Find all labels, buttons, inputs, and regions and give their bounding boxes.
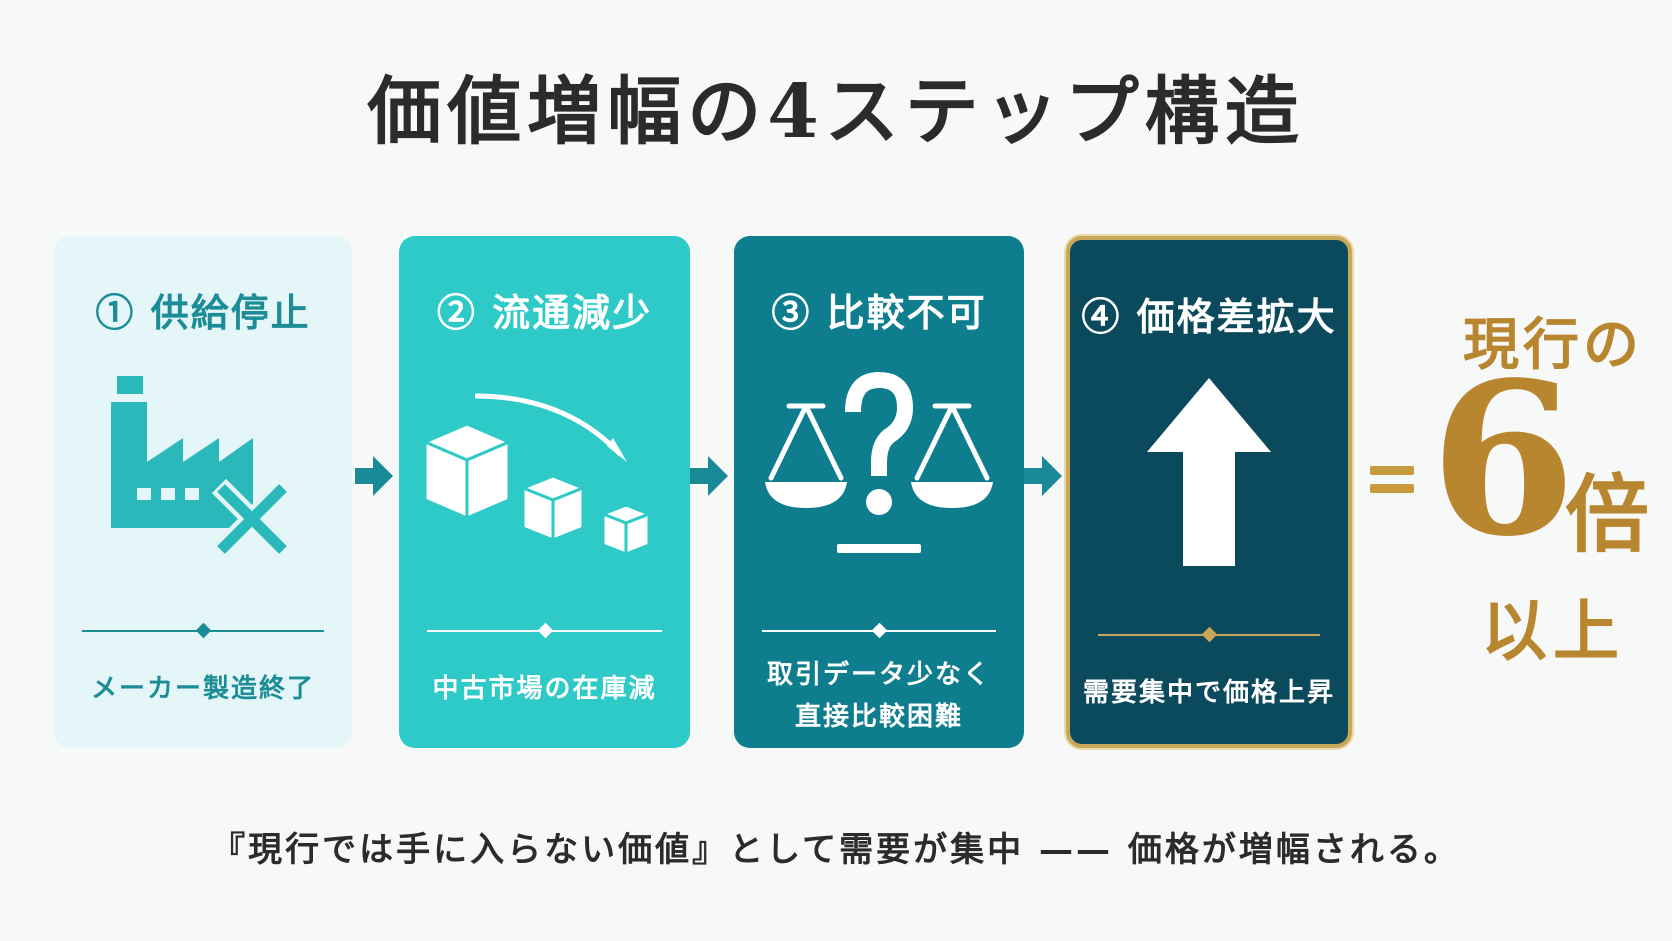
step-2-heading: ② 流通減少 xyxy=(399,282,690,337)
step-2-divider xyxy=(427,622,662,639)
step-card-3: ③ 比較不可 取引データ少なく 直接比較困難 xyxy=(734,236,1024,748)
up-arrow-icon xyxy=(1070,370,1348,590)
arrow-right-icon xyxy=(690,456,728,496)
shrinking-boxes-icon xyxy=(399,366,690,586)
result-multiplier-number: 6 xyxy=(1430,336,1577,583)
step-4-label: 価格差拡大 xyxy=(1136,294,1337,339)
step-1-desc-line: メーカー製造終了 xyxy=(90,674,315,704)
factory-with-x-icon xyxy=(54,366,352,586)
step-1-description: メーカー製造終了 xyxy=(64,668,342,710)
step-1-number: ① xyxy=(95,290,136,335)
step-card-2: ② 流通減少 中古市場の在庫減 xyxy=(399,236,690,748)
equals-sign xyxy=(1370,462,1414,496)
step-1-divider xyxy=(82,622,324,639)
step-1-heading: ① 供給停止 xyxy=(54,282,352,337)
step-2-label: 流通減少 xyxy=(492,290,653,335)
step-4-heading: ④ 価格差拡大 xyxy=(1070,286,1348,341)
step-2-number: ② xyxy=(436,290,477,335)
page-title: 価値増幅の4ステップ構造 xyxy=(367,69,1305,155)
step-3-desc-line-1: 取引データ少なく xyxy=(766,660,991,690)
step-2-desc-line: 中古市場の在庫減 xyxy=(432,674,657,704)
step-4-number: ④ xyxy=(1081,294,1122,339)
step-4-desc-line: 需要集中で価格上昇 xyxy=(1082,678,1335,708)
step-3-description: 取引データ少なく 直接比較困難 xyxy=(744,654,1014,738)
step-3-number: ③ xyxy=(771,290,812,335)
scale-question-icon xyxy=(734,366,1024,586)
footer-caption: 『現行では手に入らない価値』として需要が集中 —— 価格が増幅される。 xyxy=(211,830,1461,870)
result-prefix: 現行の xyxy=(1463,312,1643,378)
step-4-description: 需要集中で価格上昇 xyxy=(1080,672,1338,714)
step-card-1: ① 供給停止 メーカー製造終了 xyxy=(54,236,352,748)
arrow-right-icon xyxy=(355,456,393,496)
step-3-heading: ③ 比較不可 xyxy=(734,282,1024,337)
step-1-label: 供給停止 xyxy=(150,290,311,335)
step-2-description: 中古市場の在庫減 xyxy=(409,668,680,710)
step-3-desc-line-2: 直接比較困難 xyxy=(794,702,963,732)
step-card-4: ④ 価格差拡大 需要集中で価格上昇 xyxy=(1066,236,1352,748)
arrow-right-icon xyxy=(1024,456,1062,496)
step-3-label: 比較不可 xyxy=(826,290,987,335)
result-suffix: 以上 xyxy=(1481,592,1625,670)
step-4-divider xyxy=(1098,626,1320,643)
result-multiplier-unit: 倍 xyxy=(1565,465,1650,564)
step-3-divider xyxy=(762,622,996,639)
